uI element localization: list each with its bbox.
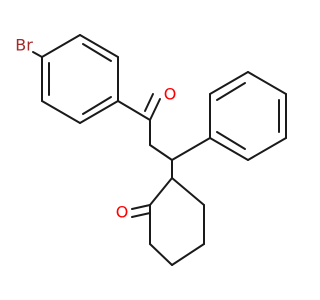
- bond: [41, 34, 81, 58]
- bond-c-o-double: [131, 212, 151, 218]
- bond: [247, 71, 287, 95]
- bond: [247, 137, 287, 161]
- bond: [149, 144, 173, 161]
- double-bond-inner: [82, 96, 112, 115]
- ring-ketone-oxygen-label: O: [116, 203, 129, 222]
- bond: [171, 177, 205, 206]
- double-bond-inner: [216, 131, 246, 150]
- cyclohexanone-ring: [131, 159, 205, 266]
- bond: [149, 243, 173, 266]
- bond: [209, 137, 249, 161]
- ketone-oxygen-label: O: [164, 85, 177, 104]
- molecule-structure: Br O O: [15, 34, 287, 266]
- bromine-label: Br: [15, 36, 33, 55]
- bond: [117, 100, 151, 121]
- bond: [41, 100, 81, 124]
- double-bond-inner: [216, 82, 246, 101]
- bond-c-o-double: [149, 98, 161, 121]
- bond: [149, 177, 173, 206]
- phenyl-ring: [171, 71, 287, 161]
- propanone-chain: [117, 93, 173, 161]
- bromophenyl-ring: [41, 34, 119, 124]
- bond: [209, 71, 249, 95]
- bond: [171, 137, 211, 161]
- bond-c-o-double: [144, 93, 154, 112]
- double-bond-inner: [82, 43, 112, 62]
- bond: [79, 100, 119, 124]
- bond: [79, 34, 119, 58]
- bond-c-o-double: [131, 204, 151, 210]
- bond: [171, 243, 205, 266]
- bond-c-br: [32, 51, 43, 58]
